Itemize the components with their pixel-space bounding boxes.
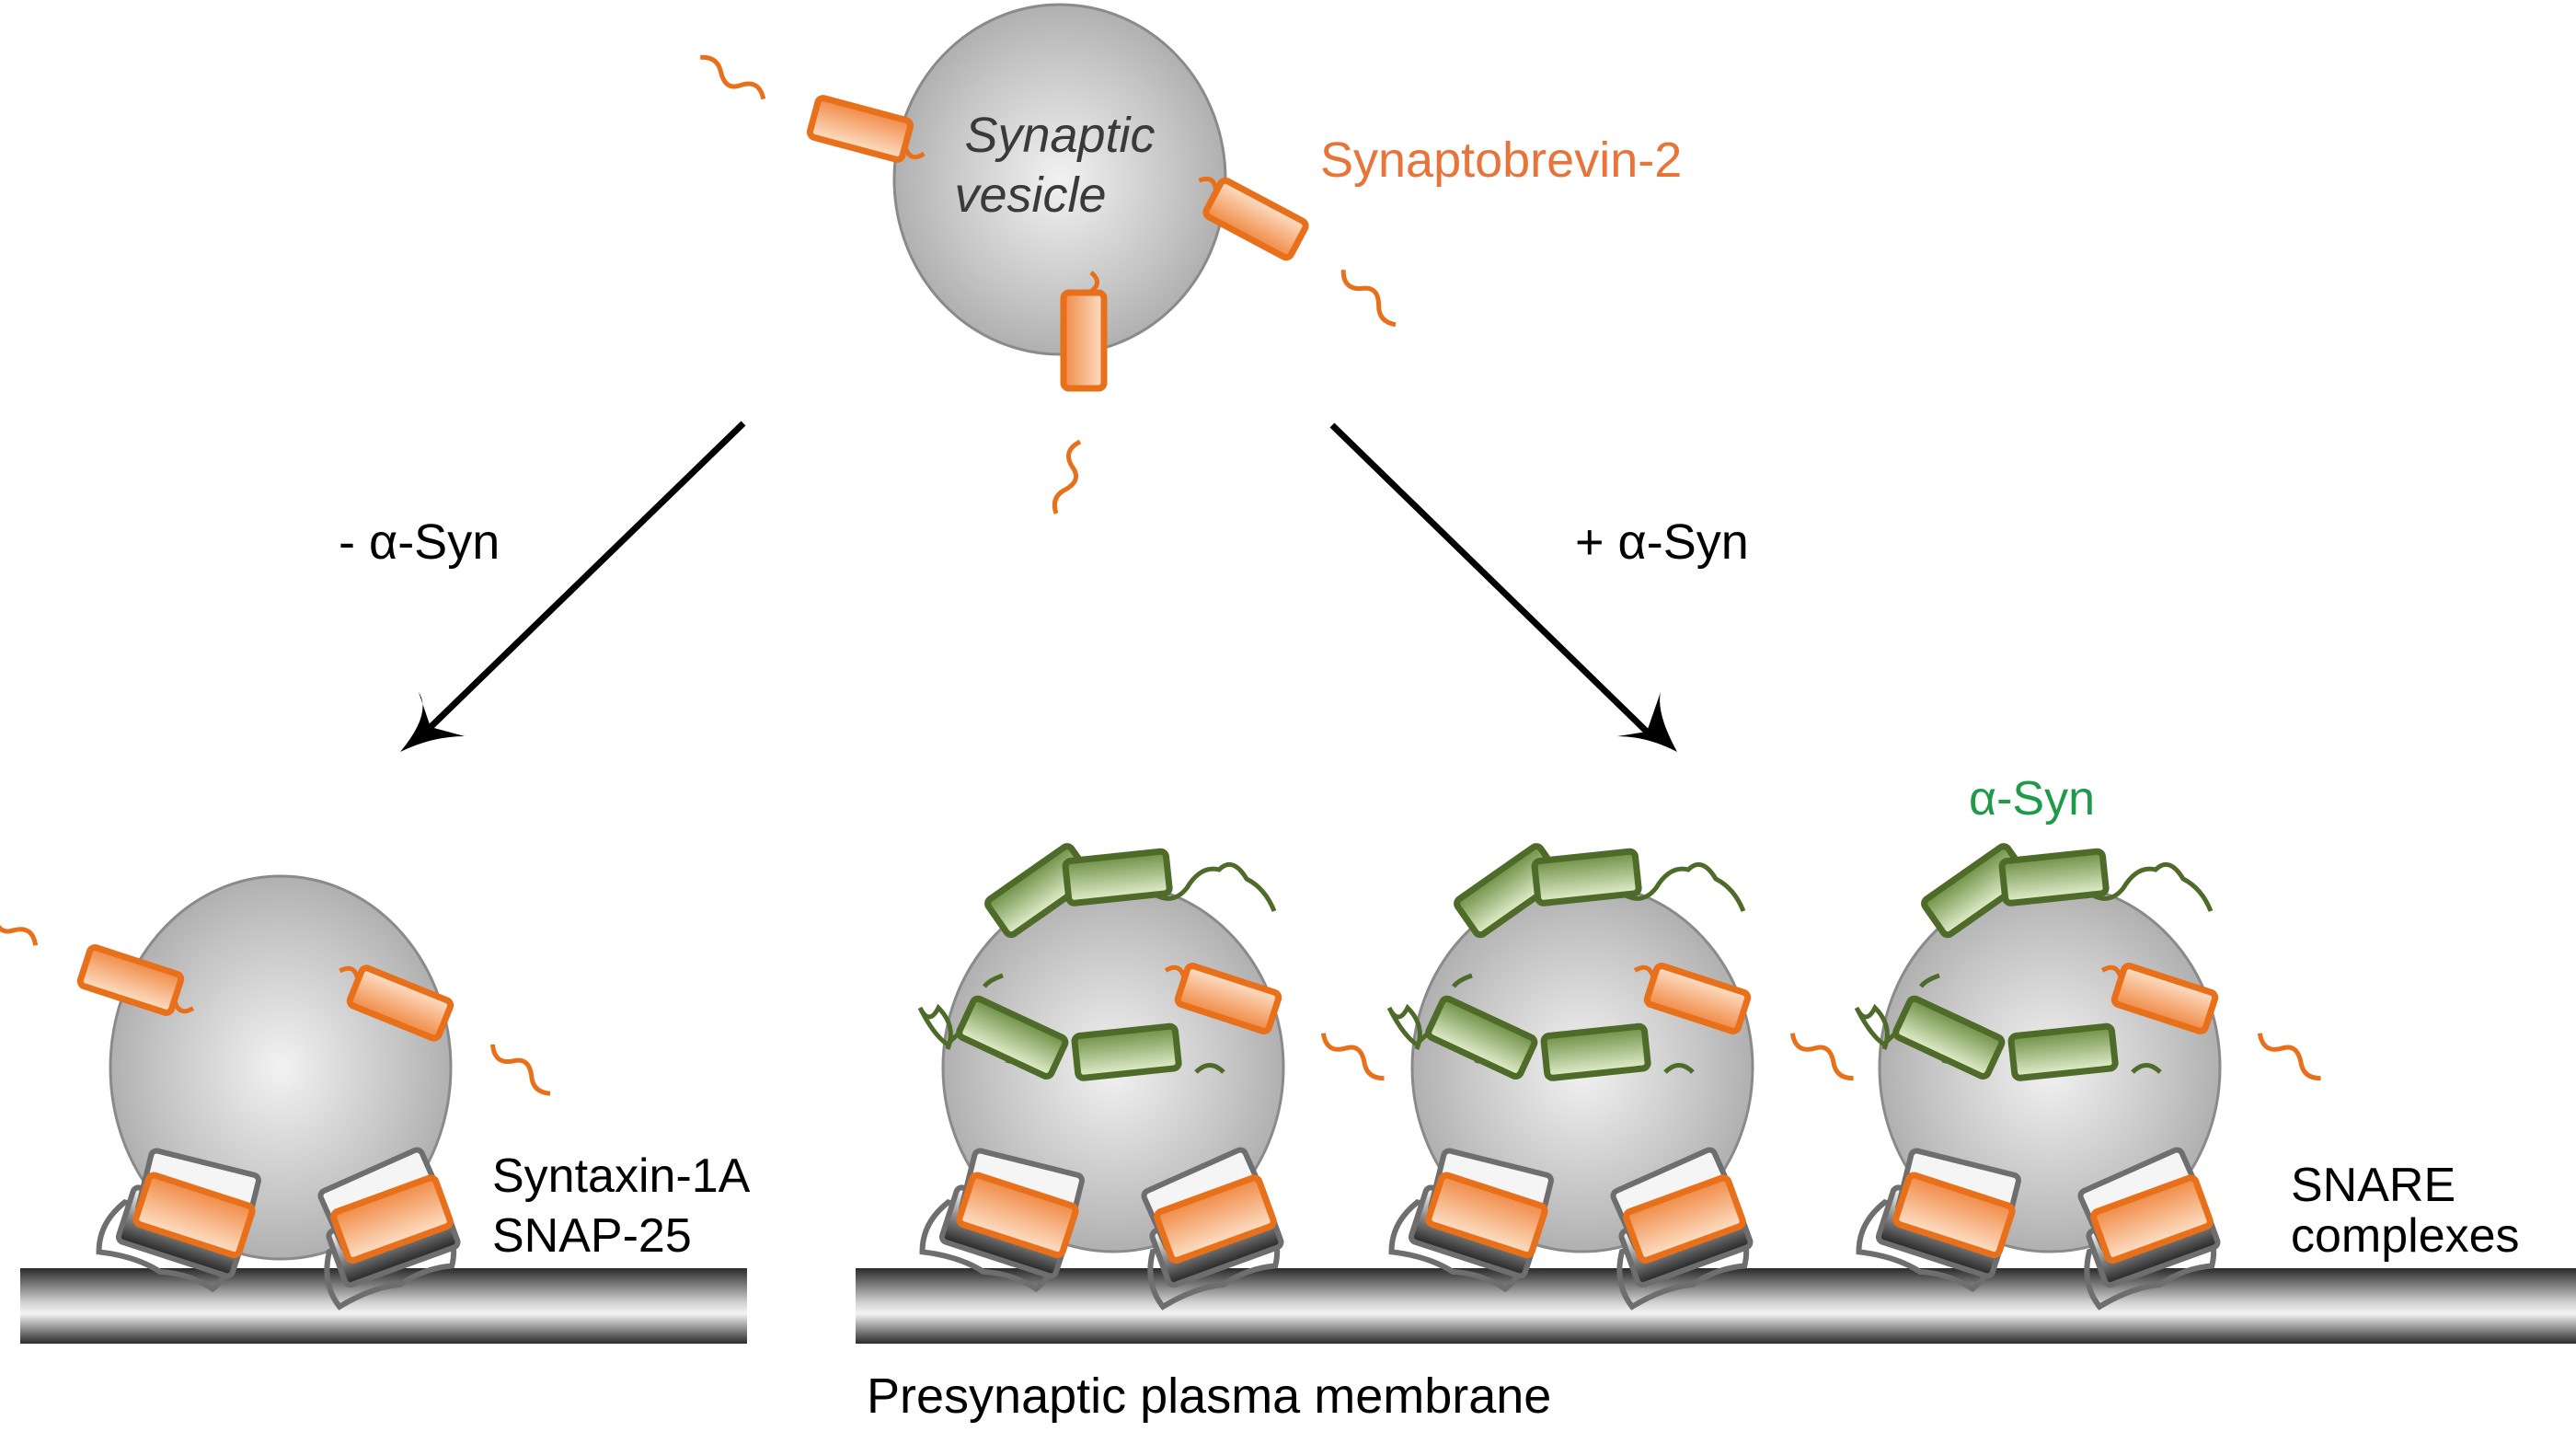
snare-label-line2: complexes [2291,1209,2520,1263]
membrane-left [20,1268,747,1344]
membrane-label: Presynaptic plasma membrane [867,1368,1551,1424]
vesicle-label-line1: Synaptic [964,108,1155,163]
snap25-label: SNAP-25 [492,1209,692,1263]
asyn-on-vesicle-1 [917,843,1277,1081]
asyn-tail [1918,973,1940,988]
asyn-on-vesicle-2 [1386,843,1746,1081]
asyn-on-vesicle-3 [1854,843,2214,1081]
asyn-label: α-Syn [1969,772,2095,826]
asyn-helix [956,995,1069,1080]
snare-label-line1: SNARE [2291,1159,2455,1212]
asyn-helix [1540,1022,1651,1081]
vesicle-label-line2: vesicle [954,167,1106,223]
asyn-tail [1139,861,1277,912]
asyn-helix [1531,848,1642,907]
synaptobrevin-top-bottom [1054,272,1104,514]
asyn-tail [1663,1063,1695,1074]
plus-asyn-label: + α-Syn [1575,514,1749,570]
asyn-helix [1071,1022,1182,1081]
asyn-helix [1062,848,1173,907]
minus-asyn-label: - α-Syn [339,514,500,570]
asyn-tail [1608,861,1746,912]
asyn-helix [1425,995,1538,1080]
syntaxin-label: Syntaxin-1A [492,1149,751,1203]
top-vesicle: Synaptic vesicle [892,3,1227,356]
membrane-right [856,1268,2576,1344]
asyn-tail [1451,973,1473,988]
synaptobrevin-top-left [688,56,934,167]
asyn-tail [982,973,1004,988]
synaptobrevin-label: Synaptobrevin-2 [1320,133,1682,188]
asyn-tail [2076,861,2214,912]
asyn-helix [1998,848,2110,907]
asyn-tail [1194,1063,1225,1074]
synaptobrevin-top-right [1182,169,1419,326]
arrow-minus-asyn [400,421,746,752]
asyn-helix [2007,1022,2119,1081]
asyn-tail [2131,1063,2162,1074]
asyn-helix [1892,995,2006,1080]
arrow-plus-asyn [1329,422,1677,752]
